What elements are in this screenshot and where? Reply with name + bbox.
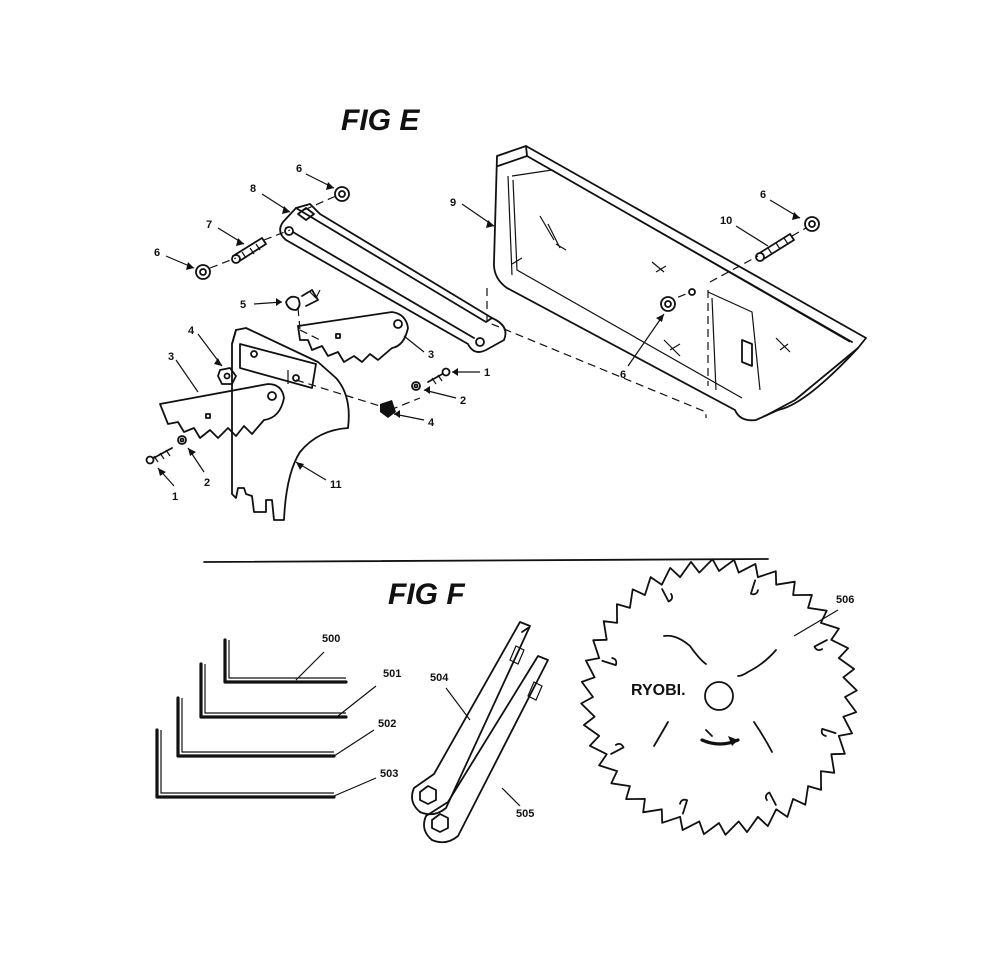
- fig-f-title: FIG F: [388, 578, 465, 611]
- hex-key-500: [223, 638, 348, 684]
- fig-e-title: FIG E: [341, 104, 420, 137]
- callout-1: 1: [484, 367, 490, 379]
- hex-key-501: [199, 662, 348, 719]
- callout-503: 503: [380, 768, 398, 780]
- saw-blade: RYOBI.: [580, 558, 858, 836]
- callout-5: 5: [240, 299, 246, 311]
- callout-3: 3: [428, 349, 434, 361]
- callout-4: 4: [428, 417, 435, 429]
- callout-506: 506: [836, 594, 854, 606]
- washer-icon: [177, 381, 421, 445]
- anti-kickback-pawl-left: [159, 383, 285, 439]
- blade-guard-housing: [486, 145, 867, 422]
- retaining-ring-icon: [195, 186, 820, 312]
- fig-f-leaders: [295, 609, 839, 807]
- callout-500: 500: [322, 633, 340, 645]
- blade-hook: [813, 639, 828, 652]
- nut-icon: [217, 367, 396, 418]
- callout-6: 6: [760, 189, 766, 201]
- fig-f-callouts: 500 501 502 503 504 505 506: [322, 594, 854, 820]
- pin-7: [231, 237, 267, 264]
- callout-6: 6: [620, 369, 626, 381]
- blade-hook: [601, 657, 618, 666]
- blade-hook: [610, 742, 625, 755]
- callout-11: 11: [330, 479, 342, 491]
- support-arm: [279, 203, 507, 353]
- spacer-5: [285, 289, 321, 341]
- pin-10: [755, 233, 795, 262]
- fig-e-callouts: 6 8 7 6 9 6 10 5 4 3 3 1 2 4 6 2 1 11: [154, 163, 766, 503]
- callout-10: 10: [720, 215, 732, 227]
- hex-key-503: [155, 728, 336, 799]
- blade-hook: [661, 588, 674, 603]
- fig-e-leaders: [157, 173, 801, 487]
- callout-6: 6: [296, 163, 302, 175]
- figure-divider: [203, 558, 769, 563]
- callout-504: 504: [430, 672, 449, 684]
- callout-7: 7: [206, 219, 212, 231]
- blade-hook: [750, 579, 759, 596]
- callout-2: 2: [204, 477, 210, 489]
- wrench-505: [423, 655, 549, 844]
- callout-8: 8: [250, 183, 256, 195]
- callout-502: 502: [378, 718, 396, 730]
- callout-3: 3: [168, 351, 174, 363]
- blade-hook: [679, 798, 688, 815]
- callout-4: 4: [188, 325, 195, 337]
- anti-kickback-pawl-right: [297, 311, 409, 363]
- arbor-hole: [704, 681, 734, 711]
- callout-6: 6: [154, 247, 160, 259]
- callout-1: 1: [172, 491, 178, 503]
- callout-2: 2: [460, 395, 466, 407]
- wrench-504: [411, 621, 531, 816]
- screw-icon: [145, 367, 451, 465]
- blade-brand-logo: RYOBI.: [631, 682, 686, 699]
- spreader: [231, 327, 421, 521]
- callout-9: 9: [450, 197, 456, 209]
- hex-key-502: [176, 696, 336, 758]
- blade-hook: [764, 791, 777, 806]
- blade-hook: [820, 728, 837, 737]
- callout-501: 501: [383, 668, 401, 680]
- callout-505: 505: [516, 808, 534, 820]
